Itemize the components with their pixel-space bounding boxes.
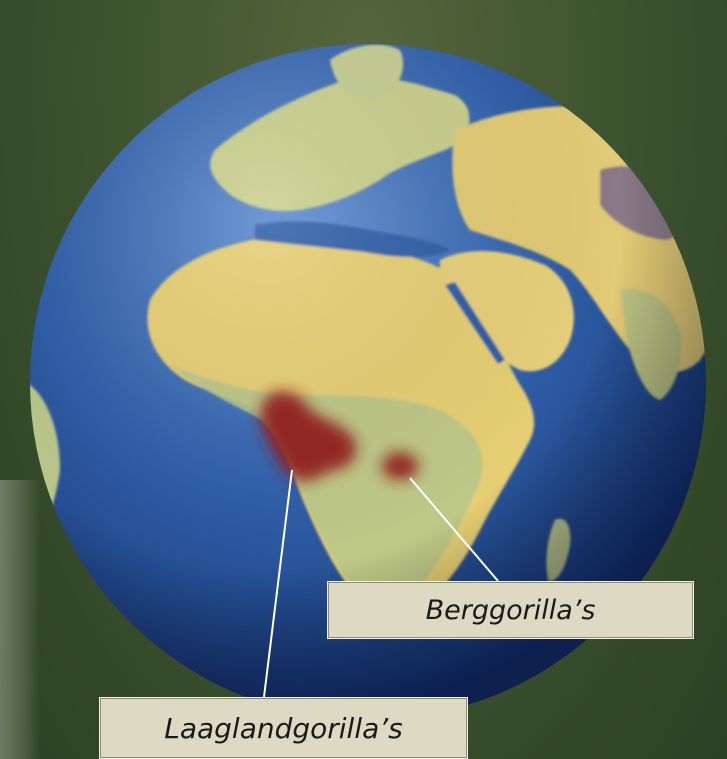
mountain-gorilla-label: Berggorilla’s bbox=[327, 581, 694, 639]
lowland-gorilla-label: Laaglandgorilla’s bbox=[99, 697, 468, 759]
mountain-gorilla-range bbox=[382, 452, 418, 480]
laag-leader-line bbox=[263, 469, 293, 698]
gorilla-range-layer bbox=[260, 391, 418, 482]
lowland-gorilla-range bbox=[260, 391, 357, 482]
left-edge-texture bbox=[0, 480, 40, 759]
globe-shading bbox=[30, 44, 706, 720]
berg-leader-line bbox=[409, 477, 499, 582]
